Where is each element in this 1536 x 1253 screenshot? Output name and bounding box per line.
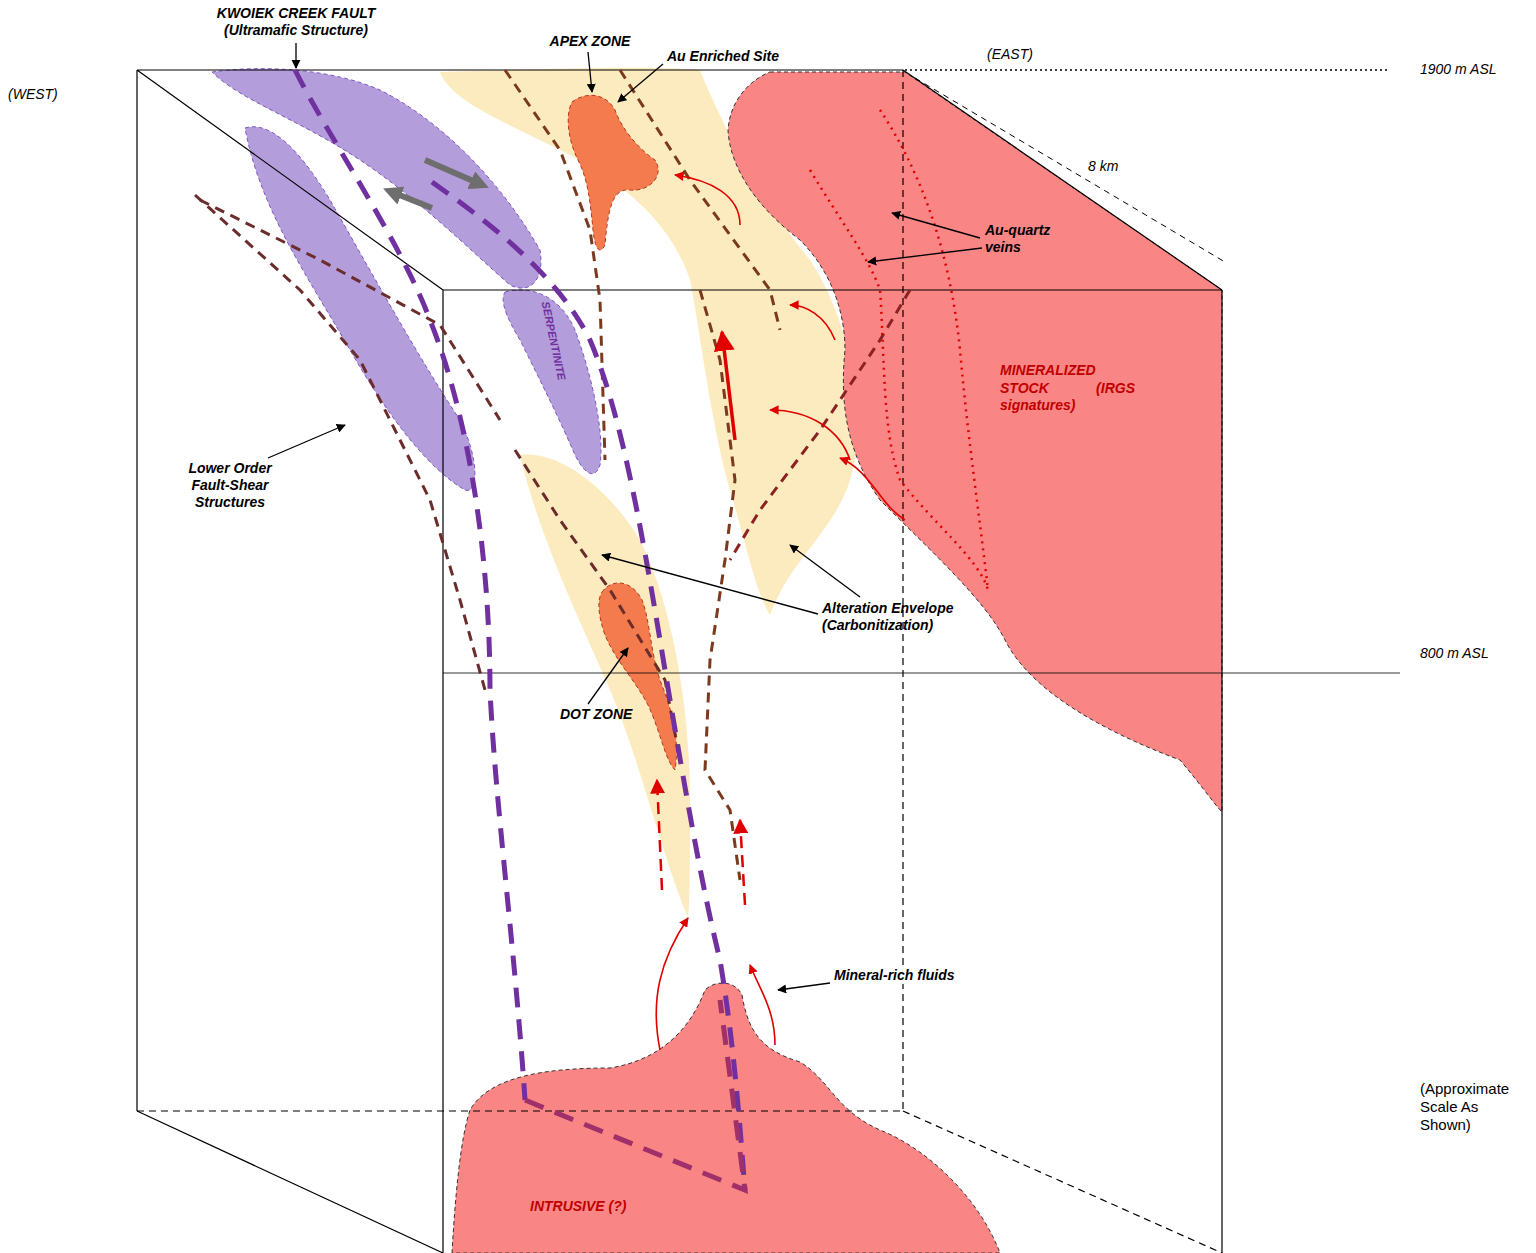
callout-label: Lower Order Fault-Shear Structures [168,460,292,510]
node-outline [725,66,1225,816]
shear-arrow [392,192,432,208]
leader-lines [268,43,982,990]
leader-line [778,983,830,990]
block-outline [137,70,1400,1253]
leader-line [790,545,860,597]
fault-trace [505,70,605,460]
elevation-label: 800 m ASL [1420,645,1530,662]
scale-dimension-line [915,78,1225,262]
dot-zone [599,583,677,770]
hidden-block-edge [137,70,1222,1253]
dimension-label: 8 km [1088,158,1138,175]
node-shape [503,290,601,474]
fluid-arrow [657,780,662,890]
elevation-line [443,673,1400,674]
fluid-arrow [740,820,745,905]
kwoiek-creek-fault [295,70,745,1190]
shear-arrow [425,160,480,184]
fault-label: KWOIEK CREEK FAULT (Ultramafic Structure… [200,5,392,39]
zone-label: APEX ZONE [545,33,635,50]
mineralized-stock: MINERALIZED STOCK (IRGS signatures) [725,66,1225,816]
leader-line [268,425,345,458]
fluid-arrow [750,965,775,1045]
block-edge [137,70,1222,1253]
major-fault-trace [525,1000,745,1190]
node-outline [446,976,1004,1253]
lower-order-faults [195,70,910,880]
fault-trace [730,290,910,560]
leader-line [588,52,592,92]
leader-line [295,43,296,68]
major-fault-trace [432,182,745,1190]
leader-line [868,248,982,262]
fluid-arrow [840,458,905,520]
intrusive-body: INTRUSIVE (?) [446,976,1004,1253]
fluid-arrow [675,175,740,225]
elevation-line [905,69,1390,71]
callout-label: Au Enriched Site [667,48,807,65]
leader-line [602,555,818,614]
node-label: MINERALIZED STOCK (IRGS signatures) [1000,362,1135,415]
shear-sense-arrows [392,160,480,208]
leader-line [892,213,980,238]
node-label: INTRUSIVE (?) [530,1198,680,1216]
direction-label: (WEST) [8,86,88,103]
callout-label: Au-quartz veins [985,222,1070,256]
callout-label: Alteration Envelope (Carbonitization) [822,600,992,634]
vein-trace [810,170,988,590]
leader-line [618,64,663,102]
leader-line [588,648,628,704]
au-quartz-veins [810,110,988,590]
zone-label: DOT ZONE [560,706,645,723]
vein-trace [880,110,988,590]
callout-label: Mineral-rich fluids [834,967,984,984]
fluid-arrow [770,410,850,460]
node-shape [728,72,1222,812]
elevation-label: 1900 m ASL [1420,61,1530,78]
alteration-envelope [520,455,690,918]
fault-trace [200,200,500,420]
fluid-arrow [722,332,735,440]
fluid-arrow [790,305,835,340]
direction-label: (EAST) [987,46,1057,63]
scale-note: (Approximate Scale As Shown) [1420,1080,1532,1134]
apex-zone [568,95,658,250]
fluid-arrow [656,918,688,1050]
fault-trace [700,290,740,880]
